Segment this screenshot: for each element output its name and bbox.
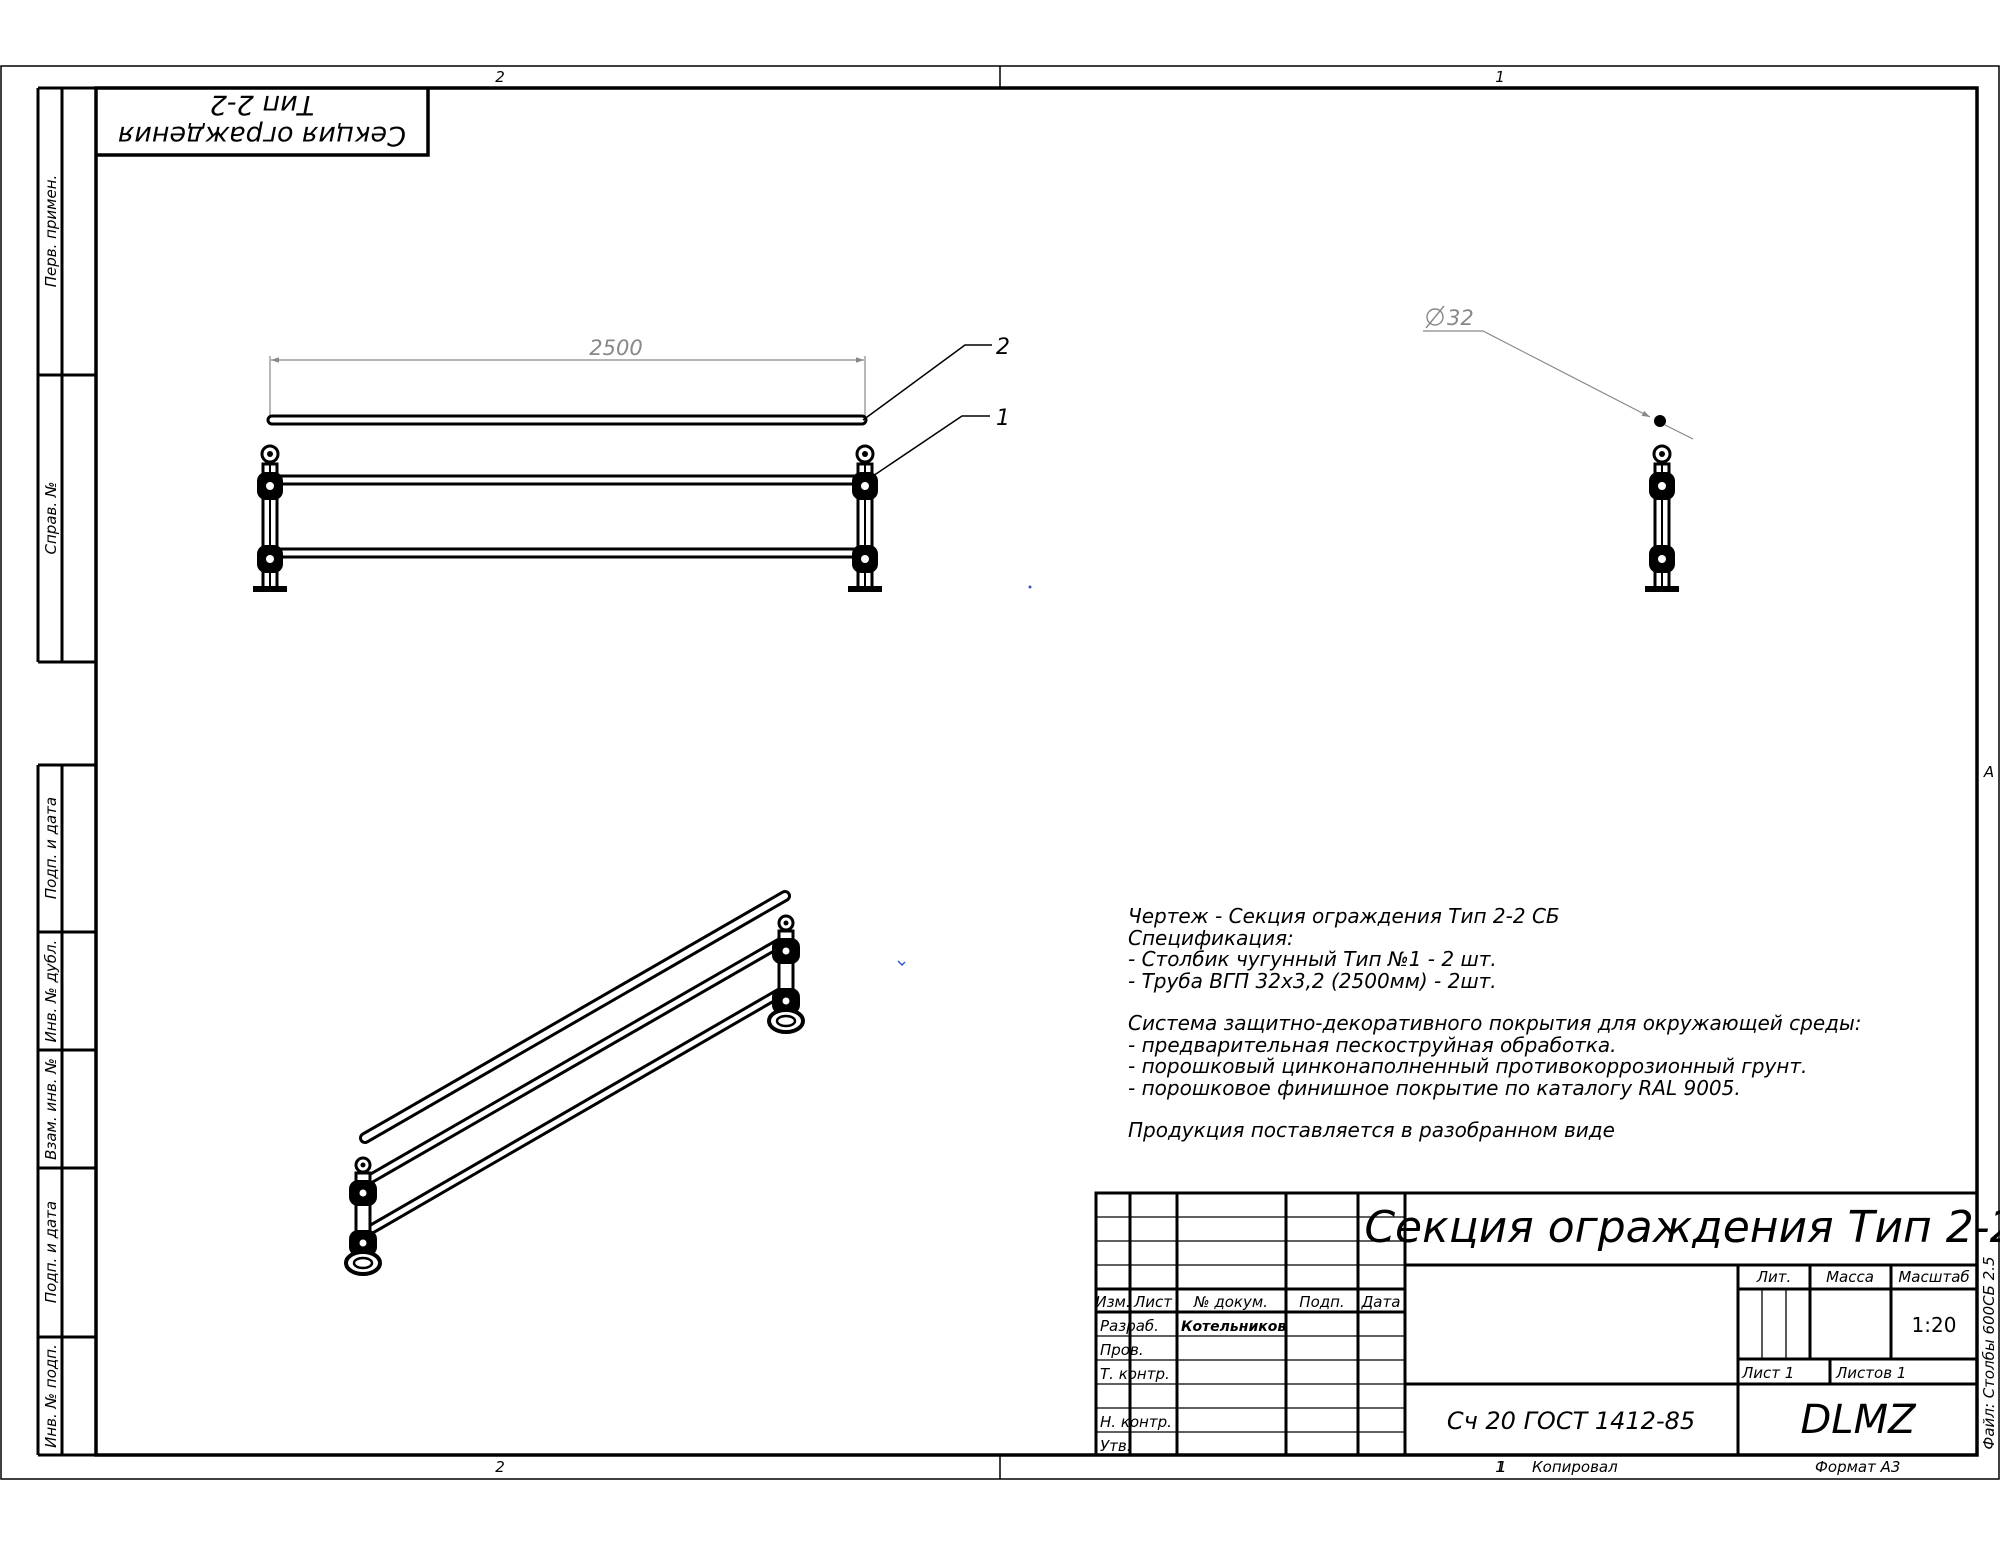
side-cell-podp-data-2: Подп. и дата bbox=[42, 1201, 60, 1303]
format-label: Формат А3 bbox=[1815, 1458, 1900, 1476]
col-list: Лист bbox=[1133, 1293, 1173, 1311]
copied-number: 1 bbox=[1497, 1458, 1507, 1476]
diameter-icon bbox=[1426, 308, 1444, 326]
company-code: DLMZ bbox=[1801, 1397, 1918, 1443]
note-line: Спецификация: bbox=[1128, 925, 1294, 950]
mirrored-label-line1: Секция ограждения bbox=[118, 120, 406, 151]
sheets-total: Листов 1 bbox=[1835, 1364, 1906, 1382]
drawing-frame bbox=[94, 86, 1979, 1457]
right-post bbox=[846, 444, 884, 594]
side-stamp-bottom bbox=[36, 763, 96, 1457]
zone-bottom-1: 1 bbox=[1495, 1458, 1505, 1476]
zone-bottom-2: 2 bbox=[495, 1458, 505, 1476]
pipe-section bbox=[1654, 415, 1666, 427]
copied-label: Копировал bbox=[1532, 1458, 1618, 1476]
note-line: - Труба ВГП 32х3,2 (2500мм) - 2шт. bbox=[1128, 968, 1497, 993]
note-line: Система защитно-декоративного покрытия д… bbox=[1128, 1011, 1862, 1035]
diameter-value: 32 bbox=[1447, 306, 1474, 330]
front-view: 2500 2 1 bbox=[251, 335, 1010, 594]
zone-side-a: A bbox=[1983, 763, 1994, 781]
col-podp: Подп. bbox=[1299, 1293, 1344, 1311]
note-line: - порошковый цинконаполненный противокор… bbox=[1128, 1054, 1808, 1078]
title-main: Секция ограждения Тип 2-2 bbox=[1364, 1202, 2000, 1253]
row-n-kontr: Н. контр. bbox=[1100, 1413, 1172, 1431]
side-cell-podp-data-1: Подп. и дата bbox=[42, 797, 60, 899]
sheet-number: Лист 1 bbox=[1741, 1364, 1794, 1382]
side-cell-vzam-inv: Взам. инв. № bbox=[42, 1058, 60, 1160]
title-block: Секция ограждения Тип 2-2 Изм. Лист № до… bbox=[1094, 1191, 2000, 1457]
row-prov: Пров. bbox=[1100, 1341, 1144, 1359]
iso-loose-pipe bbox=[362, 893, 788, 1141]
side-cell-inv-dubl: Инв. № дубл. bbox=[42, 940, 60, 1043]
side-view: 32 bbox=[1423, 305, 1694, 594]
isometric-view bbox=[344, 890, 805, 1276]
notes-block: Чертеж - Секция ограждения Тип 2-2 СБ Сп… bbox=[1128, 904, 1888, 1142]
material: Сч 20 ГОСТ 1412-85 bbox=[1447, 1407, 1695, 1435]
lit-label: Лит. bbox=[1756, 1268, 1792, 1286]
note-gap bbox=[1128, 992, 1888, 1013]
side-stamp-top bbox=[36, 86, 96, 664]
iso-top-rail bbox=[361, 937, 787, 1186]
top-rail bbox=[263, 474, 872, 486]
row-razrab: Разраб. bbox=[1100, 1317, 1159, 1335]
scale-label: Масштаб bbox=[1898, 1268, 1969, 1286]
zone-top-1: 1 bbox=[1495, 68, 1505, 86]
callout-leader-1 bbox=[869, 415, 990, 479]
sheet-border bbox=[0, 65, 2000, 1480]
note-line: - порошковое финишное покрытие по катало… bbox=[1128, 1075, 1741, 1100]
mirrored-label-line2: Тип 2-2 bbox=[210, 89, 314, 120]
mirrored-label: Секция ограждения Тип 2-2 bbox=[96, 88, 430, 157]
col-nomer-dokum: № докум. bbox=[1193, 1293, 1268, 1311]
dimension-2500: 2500 bbox=[589, 336, 642, 360]
mass-label: Масса bbox=[1826, 1268, 1874, 1286]
note-line: - предварительная пескоструйная обработк… bbox=[1128, 1032, 1617, 1057]
side-cell-sprav: Справ. № bbox=[42, 482, 60, 555]
callout-1: 1 bbox=[996, 406, 1010, 431]
col-izm: Изм. bbox=[1095, 1293, 1130, 1311]
side-cell-inv-podp: Инв. № подп. bbox=[42, 1344, 60, 1448]
file-name: Файл: Столбы 600СБ 2.5 bbox=[1980, 1256, 1998, 1449]
callout-2: 2 bbox=[996, 335, 1010, 360]
bottom-rail bbox=[263, 547, 872, 559]
note-line: - Столбик чугунный Тип №1 - 2 шт. bbox=[1128, 947, 1497, 971]
developer-name: Котельников bbox=[1181, 1319, 1286, 1335]
row-t-kontr: Т. контр. bbox=[1100, 1365, 1170, 1383]
scale-value: 1:20 bbox=[1912, 1313, 1957, 1337]
side-post bbox=[1643, 444, 1681, 594]
iso-bottom-rail bbox=[361, 987, 787, 1237]
row-utv: Утв. bbox=[1100, 1437, 1132, 1455]
note-gap bbox=[1128, 1099, 1888, 1120]
zone-top-2: 2 bbox=[495, 68, 505, 86]
note-line: Чертеж - Секция ограждения Тип 2-2 СБ bbox=[1128, 904, 1560, 928]
side-cell-perv-primen: Перв. примен. bbox=[42, 175, 60, 288]
callout-leader-2 bbox=[862, 344, 992, 421]
left-post bbox=[251, 444, 289, 594]
note-line: Продукция поставляется в разобранном вид… bbox=[1128, 1118, 1615, 1142]
iso-far-post bbox=[767, 914, 805, 1034]
col-data: Дата bbox=[1361, 1293, 1401, 1311]
loose-pipe bbox=[266, 414, 868, 426]
